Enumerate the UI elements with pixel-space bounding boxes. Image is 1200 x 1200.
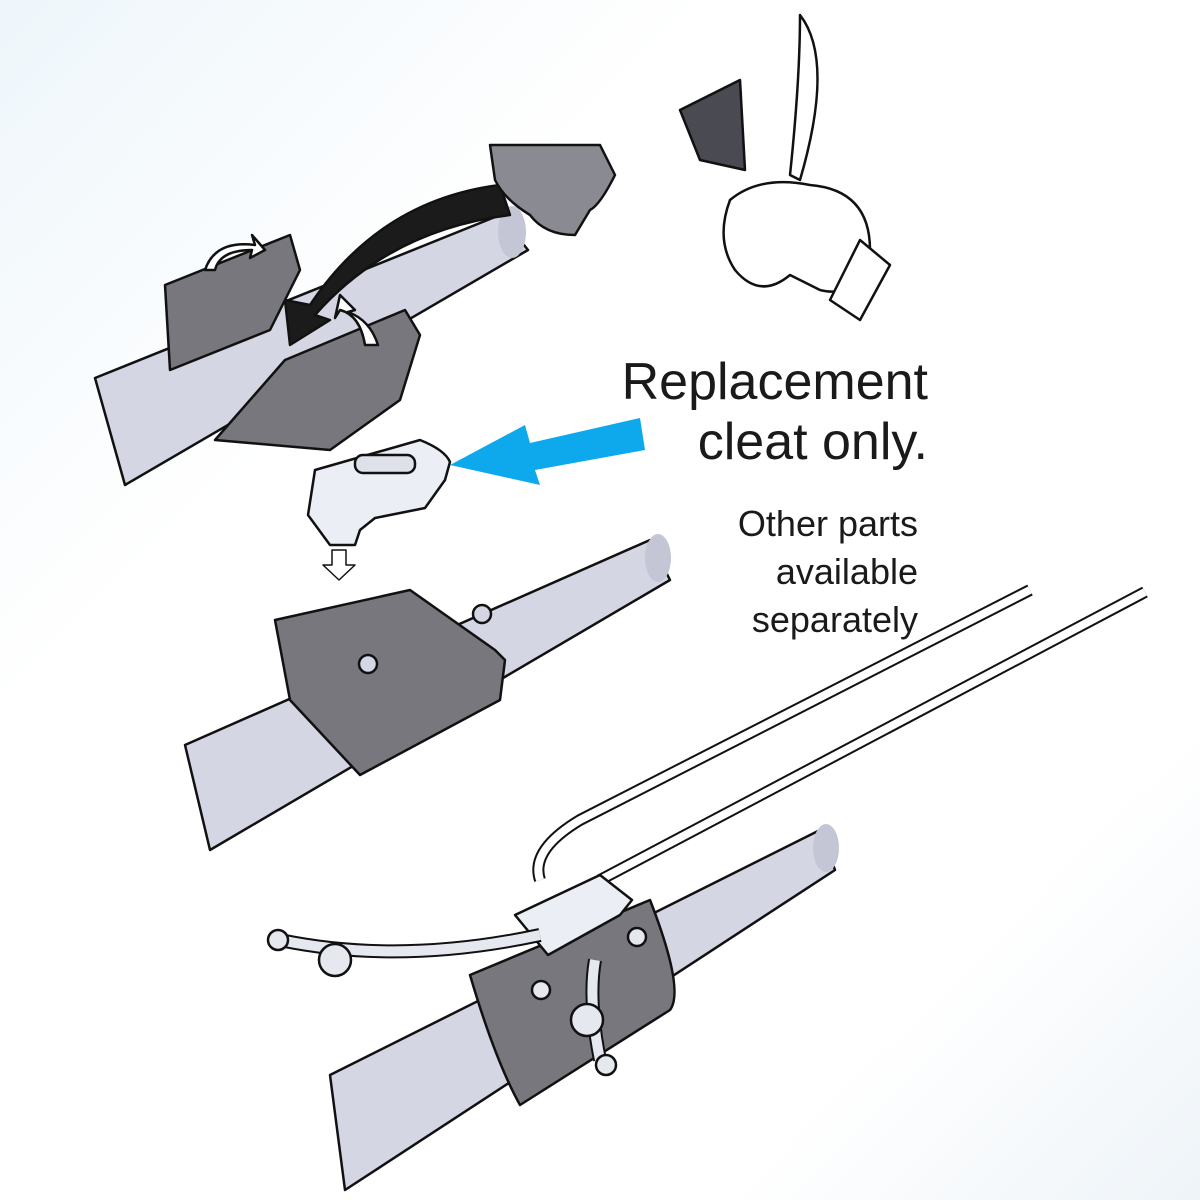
subtext: Other parts available separately (738, 500, 918, 644)
rope-lines (532, 584, 1148, 886)
rope-knot-left (266, 928, 542, 978)
headline: Replacement cleat only. (622, 352, 928, 472)
rotate-arrow-upper-icon (203, 233, 267, 272)
headline-line-1: Replacement (621, 353, 928, 411)
replacement-cleat (306, 438, 452, 547)
subtext-line-1: Other parts (737, 503, 918, 544)
curved-arrow-icon (283, 183, 512, 347)
subtext-line-3: separately (751, 599, 918, 640)
headline-line-2: cleat only. (697, 413, 928, 471)
highlight-arrow-icon (450, 418, 645, 485)
rope-knot-right (569, 958, 618, 1077)
clamp-step2 (273, 588, 507, 777)
scissors-hand-icon (678, 13, 892, 322)
installed-cleat (513, 873, 634, 957)
subtext-line-2: available (775, 551, 918, 592)
rotate-arrow-lower-icon (333, 293, 380, 347)
pad-piece (488, 143, 617, 237)
clamp-half-upper (163, 233, 302, 372)
down-arrow-icon (322, 549, 356, 581)
